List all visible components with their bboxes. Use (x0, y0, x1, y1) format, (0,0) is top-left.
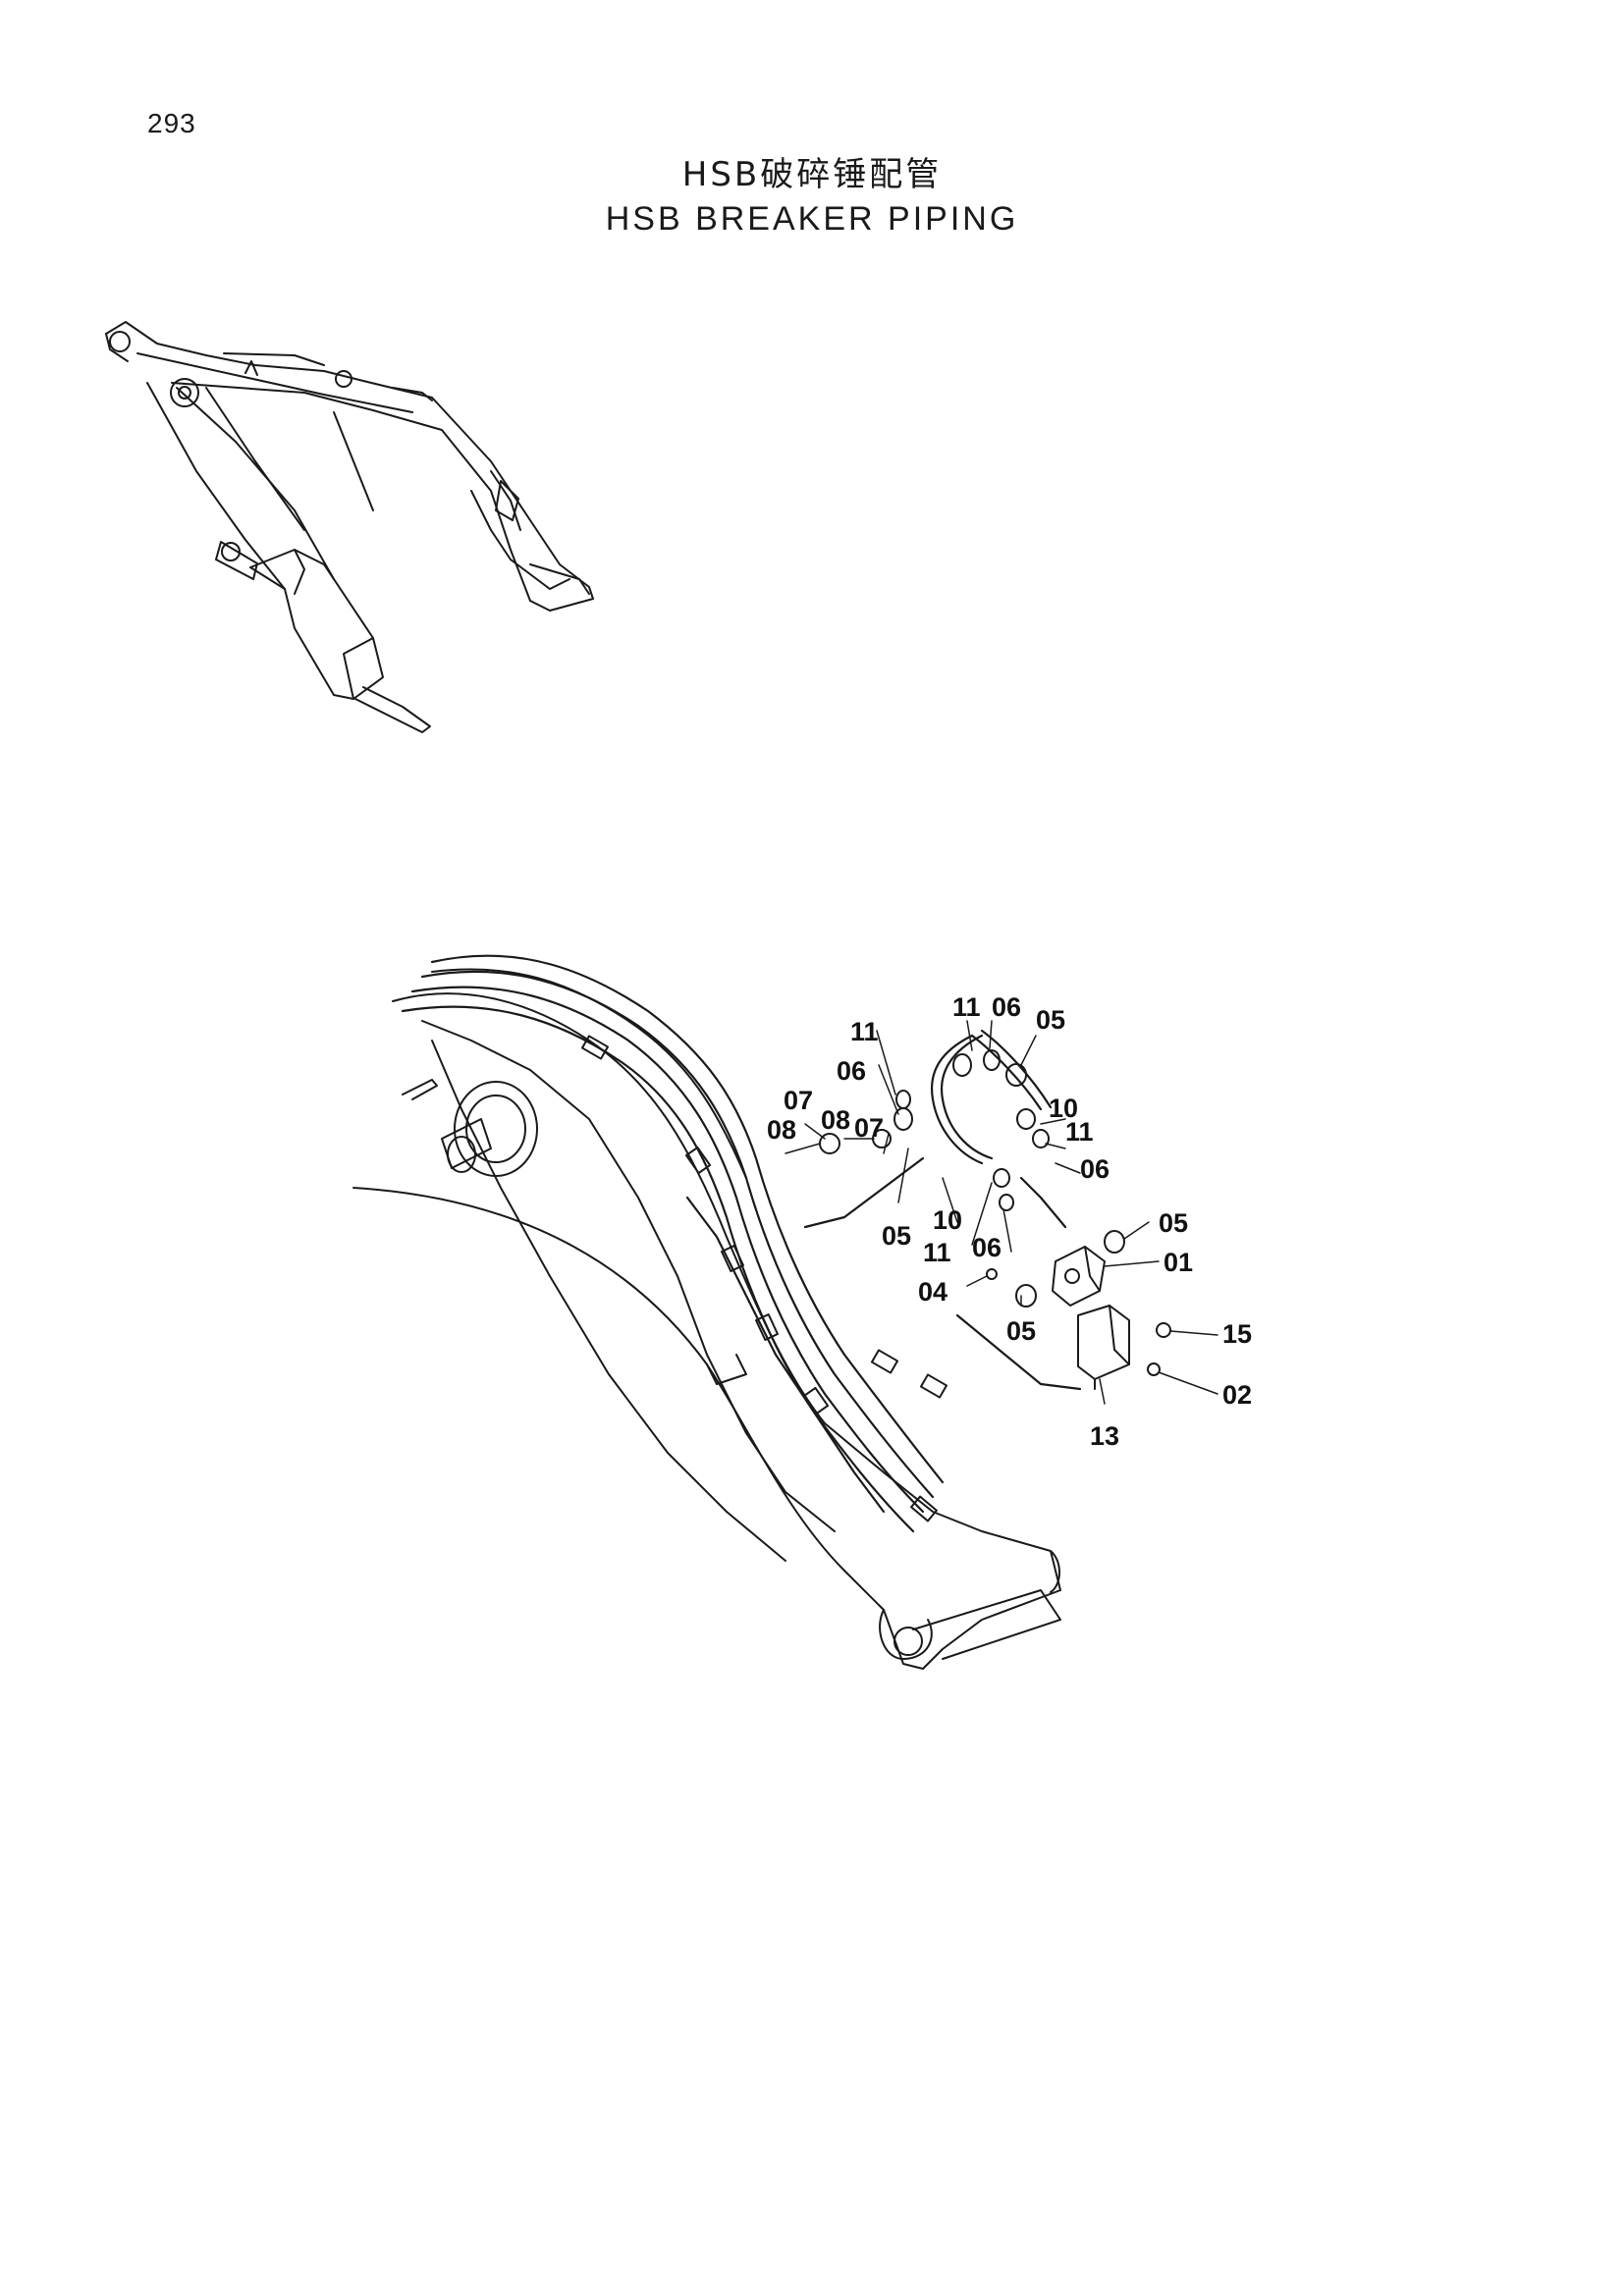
callout-15: 15 (1222, 1319, 1252, 1349)
boom-detail-outline (352, 968, 1061, 1670)
callout-labels: 11 06 05 11 06 07 08 08 07 10 11 06 05 1… (767, 992, 1252, 1451)
page-number: 293 (147, 108, 196, 138)
callout-05-c: 05 (1159, 1208, 1188, 1238)
boom-outline (105, 321, 594, 612)
callout-10-a: 10 (1049, 1094, 1078, 1123)
breaker-body (215, 541, 431, 733)
callout-11-d: 11 (923, 1238, 951, 1267)
callout-06-c: 06 (1080, 1154, 1110, 1184)
fitting-parts (819, 1049, 1171, 1376)
callout-05-b: 05 (882, 1221, 911, 1251)
callout-08-a: 08 (767, 1115, 796, 1145)
callout-05-d: 05 (1006, 1316, 1036, 1346)
clamp-brackets (580, 1035, 948, 1522)
callout-11-b: 11 (850, 1017, 879, 1046)
callout-06-a: 06 (992, 992, 1021, 1022)
control-valve-assembly (1052, 1246, 1130, 1390)
boom-pin-hub (402, 1079, 538, 1177)
callout-01: 01 (1164, 1248, 1193, 1277)
callout-11-c: 11 (1065, 1117, 1094, 1147)
callout-05-a: 05 (1036, 1005, 1065, 1035)
callout-06-b: 06 (837, 1056, 866, 1086)
callout-10-b: 10 (933, 1205, 962, 1235)
leader-lines (785, 1020, 1218, 1405)
callout-11-a: 11 (952, 992, 981, 1022)
callout-07-b: 07 (854, 1113, 884, 1143)
callout-02: 02 (1222, 1380, 1252, 1410)
callout-13: 13 (1090, 1421, 1119, 1451)
page-title-chinese: HSB破碎锤配管 (681, 155, 943, 194)
callout-06-d: 06 (972, 1233, 1001, 1262)
callout-04: 04 (918, 1277, 947, 1307)
callout-08-b: 08 (821, 1105, 850, 1135)
page-title-english: HSB BREAKER PIPING (605, 200, 1019, 238)
hose-bundle (401, 954, 945, 1533)
callout-07-a: 07 (784, 1086, 813, 1115)
